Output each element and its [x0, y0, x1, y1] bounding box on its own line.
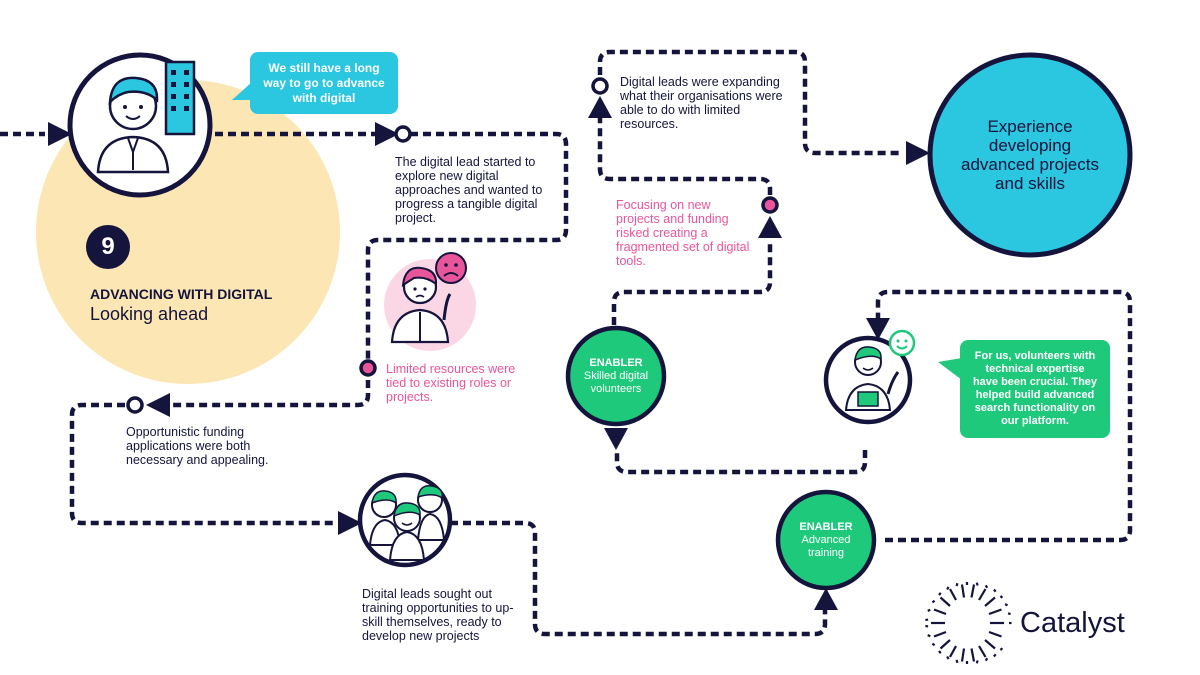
enabler-volunteers: ENABLER Skilled digital volunteers	[568, 328, 664, 424]
step-explore-text: The digital lead started to explore new …	[395, 155, 543, 225]
step-fragmented-text: Focusing on new projects and funding ris…	[616, 198, 750, 268]
arrow-right-2	[375, 122, 399, 146]
outcome: Experience developing advanced projects …	[955, 90, 1105, 220]
quote-bubble-tail	[938, 358, 962, 380]
step-limited-text: Limited resources were tied to existing …	[386, 362, 516, 404]
header-bubble-tail	[232, 82, 252, 100]
waypoint-fragmented	[761, 196, 779, 214]
waypoint-funding	[126, 396, 144, 414]
outcome-text: Experience developing advanced projects …	[961, 117, 1099, 193]
happy-volunteer-icon	[823, 329, 916, 425]
enabler-training: ENABLER Advanced training	[778, 492, 874, 588]
arrow-right-4	[906, 141, 930, 165]
chapter-title: ADVANCING WITH DIGITAL	[90, 286, 273, 302]
enabler-volunteers-circle	[565, 325, 667, 427]
enabler-volunteers-name: Skilled digital volunteers	[583, 369, 649, 395]
arrow-left-1	[146, 393, 170, 417]
journey-path	[0, 49, 1133, 637]
step-expanding-text: Digital leads were expanding what their …	[620, 75, 783, 131]
enabler-training-label: ENABLER	[799, 520, 853, 533]
step-training-text: Digital leads sought out training opport…	[362, 587, 514, 643]
digital-lead-icon	[67, 52, 213, 198]
path-arrows	[48, 96, 930, 610]
catalyst-logo-mark	[925, 582, 1012, 664]
outcome-circle	[927, 52, 1133, 258]
arrow-right-3	[338, 511, 362, 535]
step-funding-text: Opportunistic funding applications were …	[126, 425, 269, 467]
arrow-down-2	[604, 428, 628, 450]
chapter-subtitle: Looking ahead	[90, 304, 209, 324]
enabler-training-circle	[775, 489, 877, 591]
waypoint-expanding	[591, 77, 609, 95]
waypoint-explore	[394, 125, 412, 143]
arrow-up-2	[758, 216, 782, 238]
header-speech-bubble: We still have a long way to go to advanc…	[250, 52, 398, 114]
arrow-right-1	[48, 122, 72, 146]
sad-person-icon	[384, 252, 476, 351]
chapter-number-text: 9	[101, 233, 115, 260]
arrow-up-1	[814, 588, 838, 610]
chapter-number: 9	[86, 225, 130, 269]
catalyst-wordmark: Catalyst	[1020, 607, 1125, 639]
waypoint-limited	[359, 359, 377, 377]
header-bubble-text: We still have a long way to go to advanc…	[263, 60, 385, 105]
group-training-icon	[357, 472, 453, 568]
enabler-volunteers-label: ENABLER	[589, 356, 643, 369]
chapter-number-badge	[86, 225, 130, 269]
quote-speech-bubble: For us, volunteers with technical expert…	[960, 340, 1110, 438]
enabler-training-name: Advanced training	[801, 533, 851, 559]
arrow-up-3	[588, 96, 612, 118]
quote-text: For us, volunteers with technical expert…	[972, 350, 1098, 427]
arrow-down-1	[866, 318, 890, 340]
